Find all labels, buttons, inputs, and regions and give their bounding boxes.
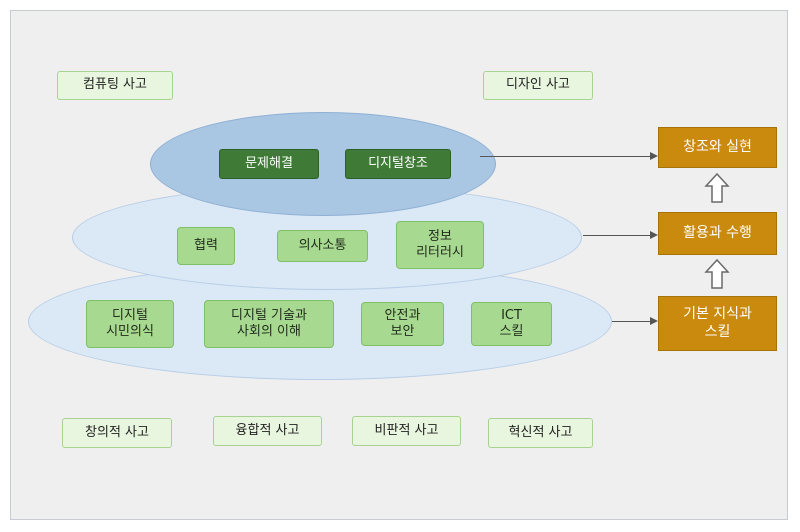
digital-creation-box: 디지털창조	[345, 149, 451, 179]
critical-thinking-box: 비판적 사고	[352, 416, 461, 446]
creative-thinking-box: 창의적 사고	[62, 418, 172, 448]
digital-tech-society-box: 디지털 기술과 사회의 이해	[204, 300, 334, 348]
up-arrow-icon	[704, 258, 730, 289]
arrow-bottom-head	[650, 317, 658, 325]
problem-solving-box: 문제해결	[219, 149, 319, 179]
safety-security-box: 안전과 보안	[361, 302, 444, 346]
digital-citizenship-box: 디지털 시민의식	[86, 300, 174, 348]
information-literacy-box: 정보 리터러시	[396, 221, 484, 269]
computing-thinking-box: 컴퓨팅 사고	[57, 71, 173, 100]
communication-box: 의사소통	[277, 230, 368, 262]
collaboration-box: 협력	[177, 227, 235, 265]
design-thinking-box: 디자인 사고	[483, 71, 593, 100]
arrow-bottom-line	[612, 321, 650, 322]
innovative-thinking-box: 혁신적 사고	[488, 418, 593, 448]
application-performance-box: 활용과 수행	[658, 212, 777, 255]
ict-skill-box: ICT 스킬	[471, 302, 552, 346]
creation-realization-box: 창조와 실현	[658, 127, 777, 168]
arrow-mid-head	[650, 231, 658, 239]
arrow-mid-line	[583, 235, 650, 236]
basic-knowledge-skill-box: 기본 지식과 스킬	[658, 296, 777, 351]
arrow-top-line	[480, 156, 650, 157]
up-arrow-icon	[704, 172, 730, 203]
arrow-top-head	[650, 152, 658, 160]
convergent-thinking-box: 융합적 사고	[213, 416, 322, 446]
